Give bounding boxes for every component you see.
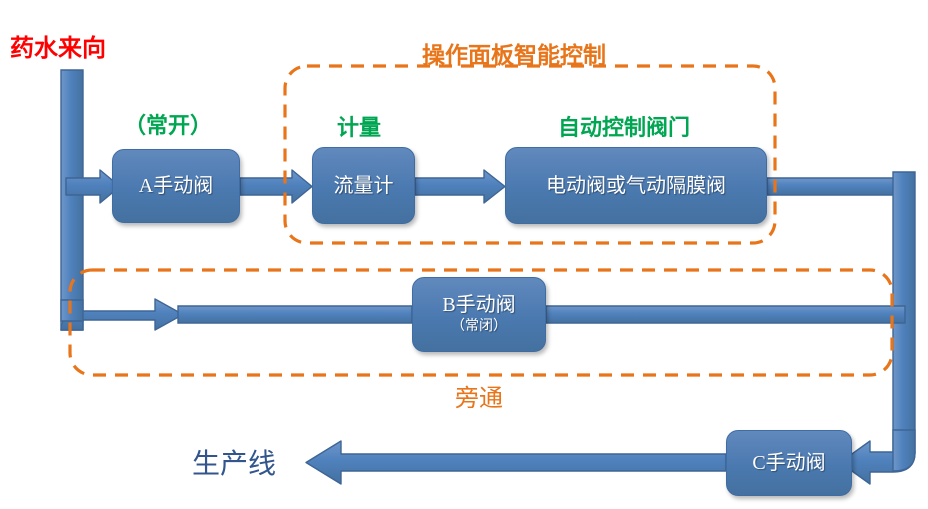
label-group-bypass: 旁通 xyxy=(455,386,503,412)
node-valve-c[interactable]: C手动阀 xyxy=(726,430,852,496)
label-group-control-panel: 操作面板智能控制 xyxy=(422,42,606,68)
node-auto-valve-label: 电动阀或气动隔膜阀 xyxy=(546,174,726,197)
group-outline-bypass xyxy=(68,268,894,377)
node-valve-b-label: B手动阀 xyxy=(442,293,516,316)
node-valve-a-label: A手动阀 xyxy=(138,175,214,197)
label-production-line: 生产线 xyxy=(192,449,277,480)
arrow-supply-to-valve-a xyxy=(65,169,121,204)
pipe-bypass-left-segment xyxy=(177,305,413,324)
node-flow-meter[interactable]: 流量计 xyxy=(312,147,415,224)
node-valve-a[interactable]: A手动阀 xyxy=(112,149,240,223)
node-valve-b-state: （常闭） xyxy=(451,318,507,334)
label-auto-valve-function: 自动控制阀门 xyxy=(558,115,691,140)
label-source-flow: 药水来向 xyxy=(10,35,106,62)
arrow-flow-meter-to-auto-valve xyxy=(414,169,506,204)
label-valve-a-state: （常开） xyxy=(124,113,213,138)
arrow-valve-c-to-production-line xyxy=(305,440,727,485)
node-auto-valve[interactable]: 电动阀或气动隔膜阀 xyxy=(505,147,767,224)
group-outline-control-panel xyxy=(283,64,777,245)
node-flow-meter-label: 流量计 xyxy=(333,174,394,197)
arrow-supply-to-bypass xyxy=(60,298,184,331)
pipe-auto-valve-to-right-riser xyxy=(766,177,906,196)
arrow-valve-a-to-flow-meter xyxy=(239,169,313,204)
label-flow-meter-function: 计量 xyxy=(337,115,382,140)
node-valve-b[interactable]: B手动阀 （常闭） xyxy=(412,277,546,352)
node-valve-c-label: C手动阀 xyxy=(752,452,826,474)
arrow-right-riser-to-valve-c xyxy=(839,429,916,485)
pipe-supply-riser xyxy=(60,69,84,331)
pipe-bypass-right-segment xyxy=(545,305,906,324)
